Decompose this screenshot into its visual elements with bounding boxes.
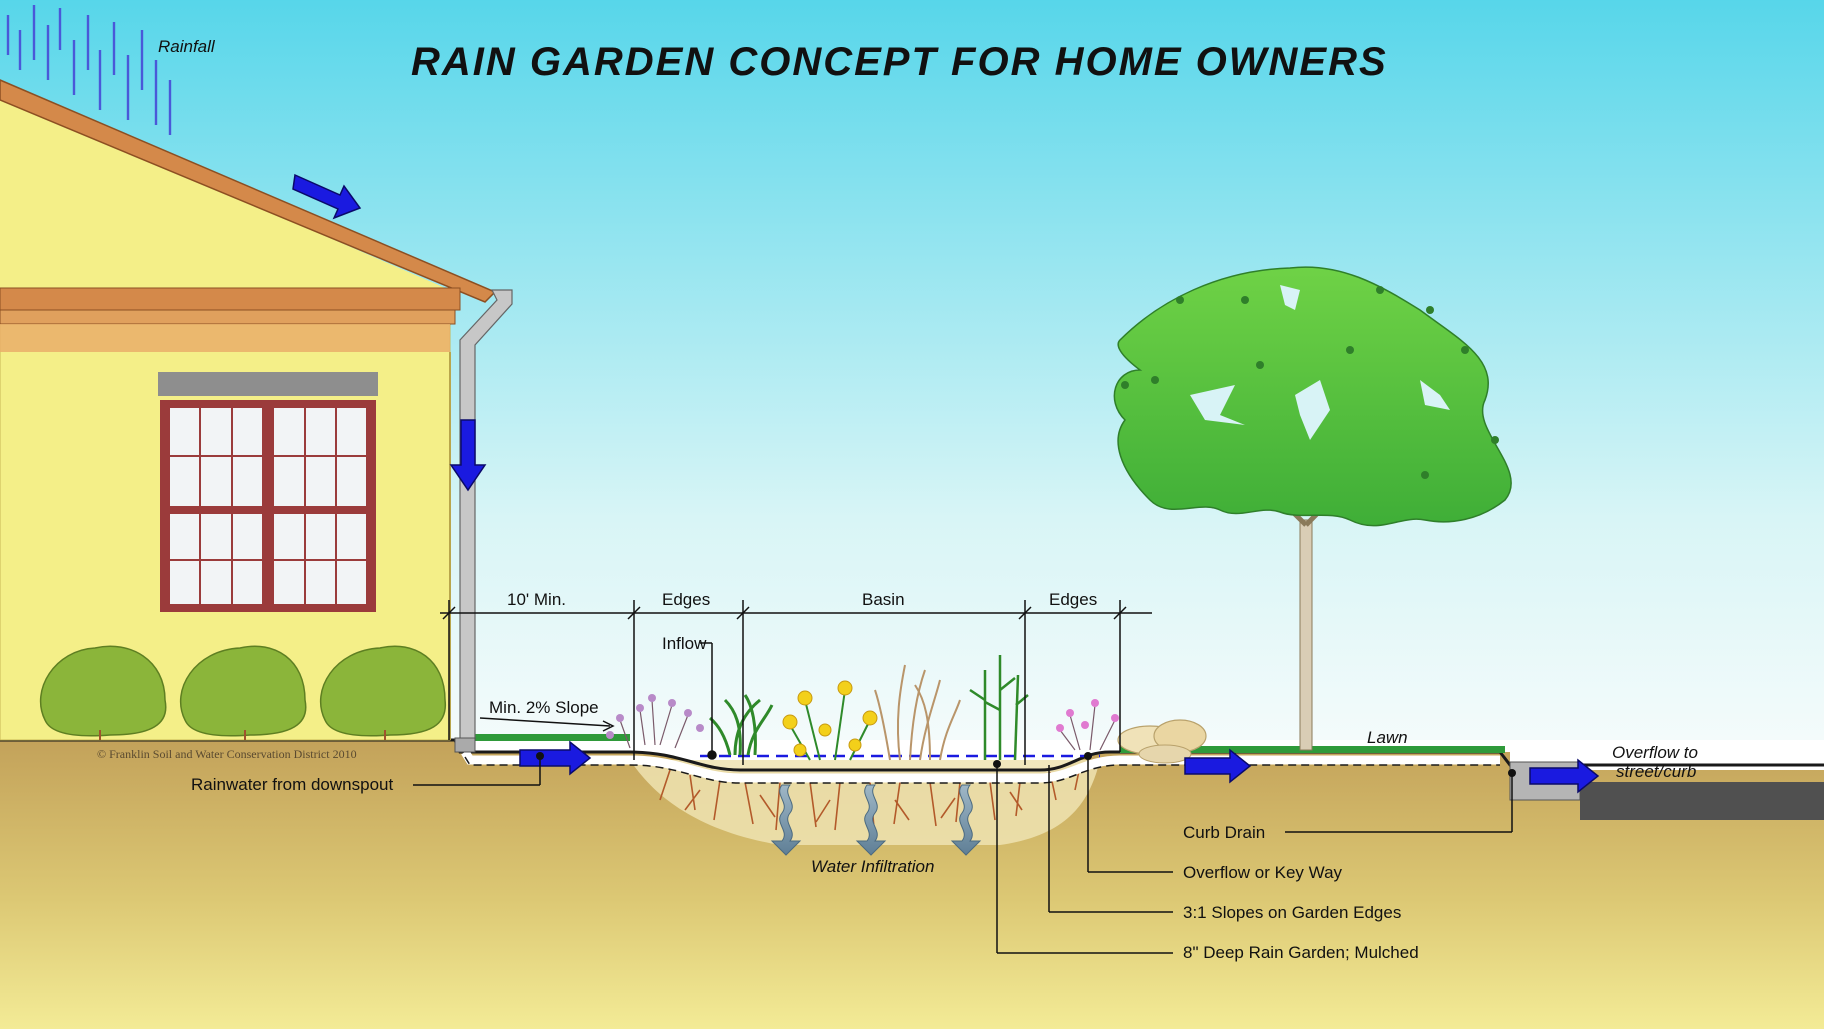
drain-band <box>461 749 1500 783</box>
overflow-key-way-label: Overflow or Key Way <box>1183 863 1343 882</box>
infiltration-arrows <box>770 784 982 856</box>
inflow-label: Inflow <box>662 634 707 653</box>
street <box>1580 782 1824 820</box>
garden-plants <box>606 655 1119 761</box>
deep-garden-label: 8" Deep Rain Garden; Mulched <box>1183 943 1419 962</box>
lawn-label: Lawn <box>1367 728 1408 747</box>
rainwater-from-downspout-label: Rainwater from downspout <box>191 775 394 794</box>
callout-leaders <box>413 757 1513 954</box>
flow-arrows <box>292 173 1600 794</box>
basin-label: Basin <box>862 590 905 609</box>
page-title: RAIN GARDEN CONCEPT FOR HOME OWNERS <box>411 40 1388 84</box>
ten-min-label: 10' Min. <box>507 590 566 609</box>
drain-band-dash <box>464 756 1500 784</box>
edges-right-label: Edges <box>1049 590 1098 609</box>
overflow-label-line1: Overflow to <box>1612 743 1698 762</box>
water-infiltration-label: Water Infiltration <box>811 857 935 876</box>
curb-drain-label: Curb Drain <box>1183 823 1266 842</box>
shrub-trunks <box>99 730 386 740</box>
shrubs <box>39 645 447 737</box>
dimension-lines <box>440 600 1152 765</box>
window <box>158 372 378 612</box>
roots <box>659 765 1081 831</box>
callout-dots <box>536 752 1516 777</box>
rainfall-label: Rainfall <box>158 37 215 56</box>
grass-left <box>470 734 630 741</box>
downspout <box>454 289 513 753</box>
rocks <box>1117 719 1207 764</box>
ground-line <box>0 738 1824 772</box>
slopes-label: 3:1 Slopes on Garden Edges <box>1183 903 1402 922</box>
edges-left-label: Edges <box>662 590 711 609</box>
copyright: © Franklin Soil and Water Conservation D… <box>97 747 357 761</box>
rain-streaks <box>6 5 172 135</box>
tree <box>1113 266 1512 751</box>
overflow-label-line2: street/curb <box>1616 762 1697 781</box>
soil <box>0 740 1824 1029</box>
min-slope-label: Min. 2% Slope <box>489 698 599 717</box>
